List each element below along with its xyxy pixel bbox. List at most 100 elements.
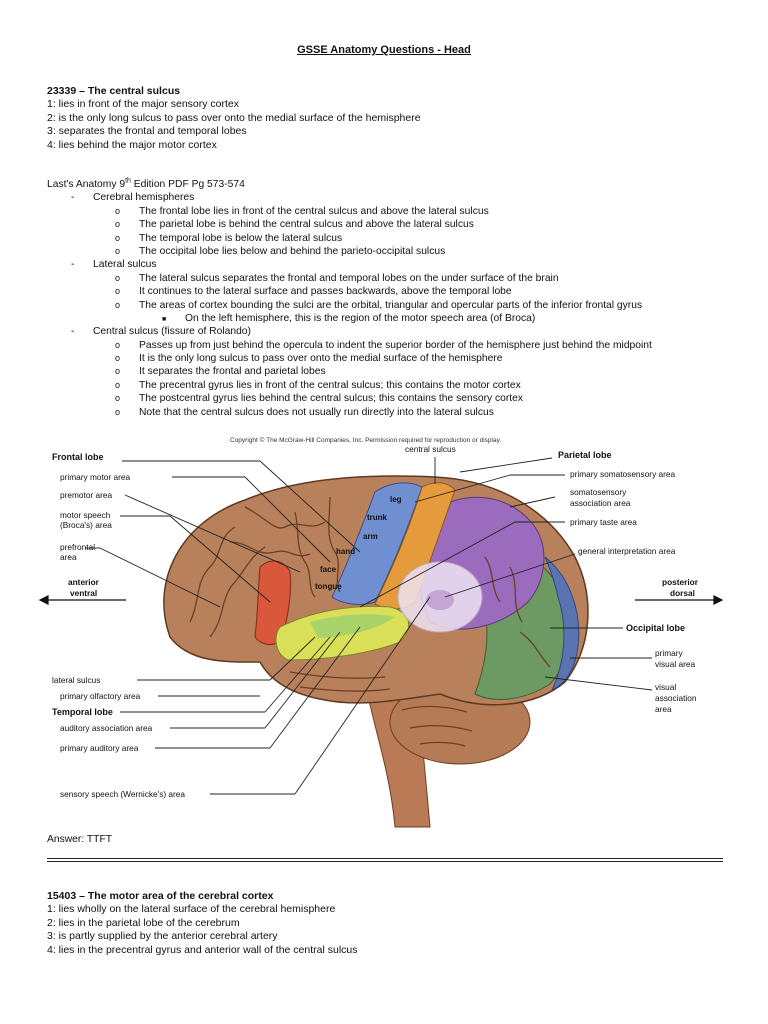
label-primary-motor-area: primary motor area: [60, 472, 130, 482]
option-4: 4: lies in the precentral gyrus and ante…: [47, 943, 358, 956]
note-text: The parietal lobe is behind the central …: [139, 219, 474, 231]
option-2: 2: lies in the parietal lobe of the cere…: [47, 916, 240, 929]
bullet-marker: -: [71, 192, 75, 204]
label-primary-olfactory-area: primary olfactory area: [60, 691, 141, 701]
bullet-marker: ■: [162, 315, 167, 323]
note-text: It continues to the lateral surface and …: [139, 286, 512, 298]
option-3: 3: is partly supplied by the anterior ce…: [47, 930, 278, 943]
bullet-marker: o: [115, 379, 121, 390]
label-hand: hand: [336, 547, 355, 556]
note-text: The lateral sulcus separates the frontal…: [139, 272, 559, 284]
note-text: Note that the central sulcus does not us…: [139, 406, 494, 418]
label-brocas-area: (Broca's) area: [60, 520, 112, 530]
option-2: 2: is the only long sulcus to pass over …: [47, 111, 421, 124]
label-frontal-lobe: Frontal lobe: [52, 452, 104, 462]
note-text: The frontal lobe lies in front of the ce…: [139, 205, 489, 217]
option-1: 1: lies in front of the major sensory co…: [47, 98, 239, 111]
option-3: 3: separates the frontal and temporal lo…: [47, 125, 247, 138]
label-primary-somatosensory-area: primary somatosensory area: [570, 469, 676, 479]
label-motor-speech: motor speech: [60, 510, 111, 520]
notes-section: Last's Anatomy 9th Edition PDF Pg 573-57…: [47, 178, 652, 419]
note-item: o The frontal lobe lies in front of the c…: [47, 205, 652, 218]
label-posterior: posterior: [662, 577, 699, 587]
note-item: o It continues to the lateral surface and…: [47, 285, 652, 298]
bullet-marker: o: [115, 339, 121, 350]
note-text: It is the only long sulcus to pass over …: [139, 353, 503, 365]
label-association: association: [655, 693, 697, 703]
note-item: - Cerebral hemispheres: [47, 191, 652, 204]
question-heading: 15403 – The motor area of the cerebral c…: [47, 890, 274, 902]
copyright-text: Copyright © The McGraw-Hill Companies, I…: [230, 436, 501, 444]
note-text: The precentral gyrus lies in front of th…: [139, 379, 521, 391]
bullet-marker: -: [71, 326, 75, 338]
label-anterior: anterior: [68, 577, 100, 587]
brain-figure: Copyright © The McGraw-Hill Companies, I…: [30, 432, 730, 832]
note-item: o It separates the frontal and parietal l…: [47, 365, 652, 378]
note-text: The occipital lobe lies below and behind…: [139, 245, 446, 257]
note-text: Lateral sulcus: [93, 259, 157, 271]
label-trunk: trunk: [367, 513, 388, 522]
bullet-marker: o: [115, 205, 121, 216]
label-face: face: [320, 565, 337, 574]
bullet-marker: o: [115, 272, 121, 283]
bullet-marker: o: [115, 366, 121, 377]
label-premotor-area: premotor area: [60, 490, 112, 500]
label-visual-area: visual area: [655, 659, 696, 669]
somatosensory-cortex-region: [331, 482, 423, 605]
label-occipital-lobe: Occipital lobe: [626, 623, 685, 633]
reference-prefix: Last's Anatomy 9: [47, 179, 126, 190]
option-1: 1: lies wholly on the lateral surface of…: [47, 903, 336, 916]
label-ventral: ventral: [70, 588, 97, 598]
note-item: - Lateral sulcus: [47, 258, 652, 271]
label-sensory-speech: sensory speech (Wernicke's) area: [60, 789, 185, 799]
note-item: o The areas of cortex bounding the sulci …: [47, 299, 652, 312]
reference-suffix: Edition PDF Pg 573-574: [130, 179, 245, 190]
label-lateral-sulcus: lateral sulcus: [52, 675, 100, 685]
divider: [47, 861, 723, 862]
label-prefrontal: prefrontal: [60, 542, 95, 552]
note-text: The temporal lobe is below the lateral s…: [139, 232, 343, 244]
note-item: o The lateral sulcus separates the fronta…: [47, 272, 652, 285]
label-dorsal: dorsal: [670, 588, 695, 598]
label-temporal-lobe: Temporal lobe: [52, 707, 113, 717]
label-primary-auditory-area: primary auditory area: [60, 743, 139, 753]
note-text: Central sulcus (fissure of Rolando): [93, 326, 251, 338]
label-arm: arm: [363, 532, 378, 541]
label-association-area: association area: [570, 498, 631, 508]
bullet-marker: o: [115, 353, 121, 364]
label-general-interpretation-area: general interpretation area: [578, 546, 676, 556]
note-text: The areas of cortex bounding the sulci a…: [139, 299, 643, 311]
label-area: area: [655, 704, 672, 714]
label-tongue: tongue: [315, 582, 342, 591]
reference-sup: th: [125, 177, 131, 185]
note-item: o The precentral gyrus lies in front of t…: [47, 379, 652, 392]
label-visual: visual: [655, 682, 676, 692]
answer-text: Answer: TTFT: [47, 834, 113, 845]
question-23339: 23339 – The central sulcus 1: lies in fr…: [47, 85, 421, 152]
question-15403: 15403 – The motor area of the cerebral c…: [47, 890, 358, 957]
bullet-marker: o: [115, 299, 121, 310]
note-text: On the left hemisphere, this is the regi…: [185, 312, 536, 324]
page-title: GSSE Anatomy Questions - Head: [297, 44, 471, 56]
bullet-marker: o: [115, 232, 121, 243]
bullet-marker: o: [115, 286, 121, 297]
note-text: Cerebral hemispheres: [93, 192, 195, 204]
note-text: Passes up from just behind the opercula …: [139, 339, 652, 351]
question-heading: 23339 – The central sulcus: [47, 85, 181, 97]
label-prefrontal-area: area: [60, 552, 77, 562]
bullet-marker: o: [115, 393, 121, 404]
note-text: It separates the frontal and parietal lo…: [139, 366, 326, 378]
bullet-marker: o: [115, 219, 121, 230]
label-primary: primary: [655, 648, 684, 658]
bullet-marker: -: [71, 259, 75, 271]
note-item: o Passes up from just behind the opercula…: [47, 339, 652, 352]
label-leg: leg: [390, 495, 402, 504]
note-item: o It is the only long sulcus to pass over…: [47, 352, 652, 365]
label-auditory-association-area: auditory association area: [60, 723, 153, 733]
label-somatosensory: somatosensory: [570, 487, 627, 497]
note-item: - Central sulcus (fissure of Rolando): [47, 325, 652, 338]
reference-line: Last's Anatomy 9th Edition PDF Pg 573-57…: [47, 178, 652, 191]
